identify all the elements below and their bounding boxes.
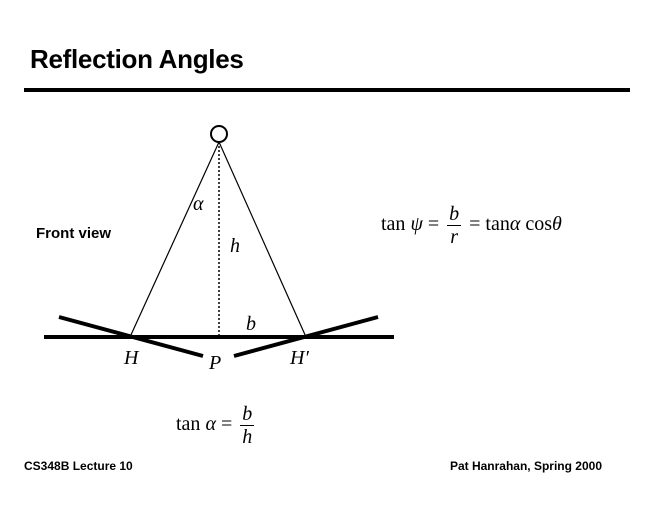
eye-point — [210, 125, 228, 143]
equals: = — [220, 413, 233, 436]
label-H-prime: H′ — [289, 347, 309, 369]
numerator: b — [240, 403, 255, 426]
var-alpha: α — [205, 413, 216, 436]
slide-title: Reflection Angles — [30, 44, 244, 74]
label-b: b — [246, 313, 256, 335]
footer-course: CS348B Lecture 10 — [24, 459, 133, 473]
title-rule — [24, 88, 630, 92]
fn-tan: tan — [176, 413, 201, 436]
facet-left — [58, 315, 204, 358]
ray-left — [129, 141, 220, 338]
fn-tan: tan — [485, 213, 510, 236]
front-view-label: Front view — [36, 225, 112, 242]
equals: = — [469, 213, 481, 236]
denominator: r — [450, 226, 459, 248]
var-theta: θ — [552, 213, 562, 236]
numerator: b — [447, 203, 462, 226]
var-psi: ψ — [410, 213, 423, 236]
label-P: P — [208, 352, 221, 374]
footer-author: Pat Hanrahan, Spring 2000 — [449, 459, 602, 473]
var-alpha: α — [509, 213, 521, 236]
denominator: h — [242, 426, 253, 448]
ray-right — [218, 141, 307, 338]
facet-right — [233, 315, 379, 358]
label-h: h — [230, 235, 240, 257]
label-H: H — [123, 347, 140, 369]
fn-cos: cos — [525, 213, 553, 236]
equals: = — [427, 213, 440, 236]
fn-tan: tan — [381, 213, 406, 236]
label-alpha: α — [193, 193, 204, 215]
